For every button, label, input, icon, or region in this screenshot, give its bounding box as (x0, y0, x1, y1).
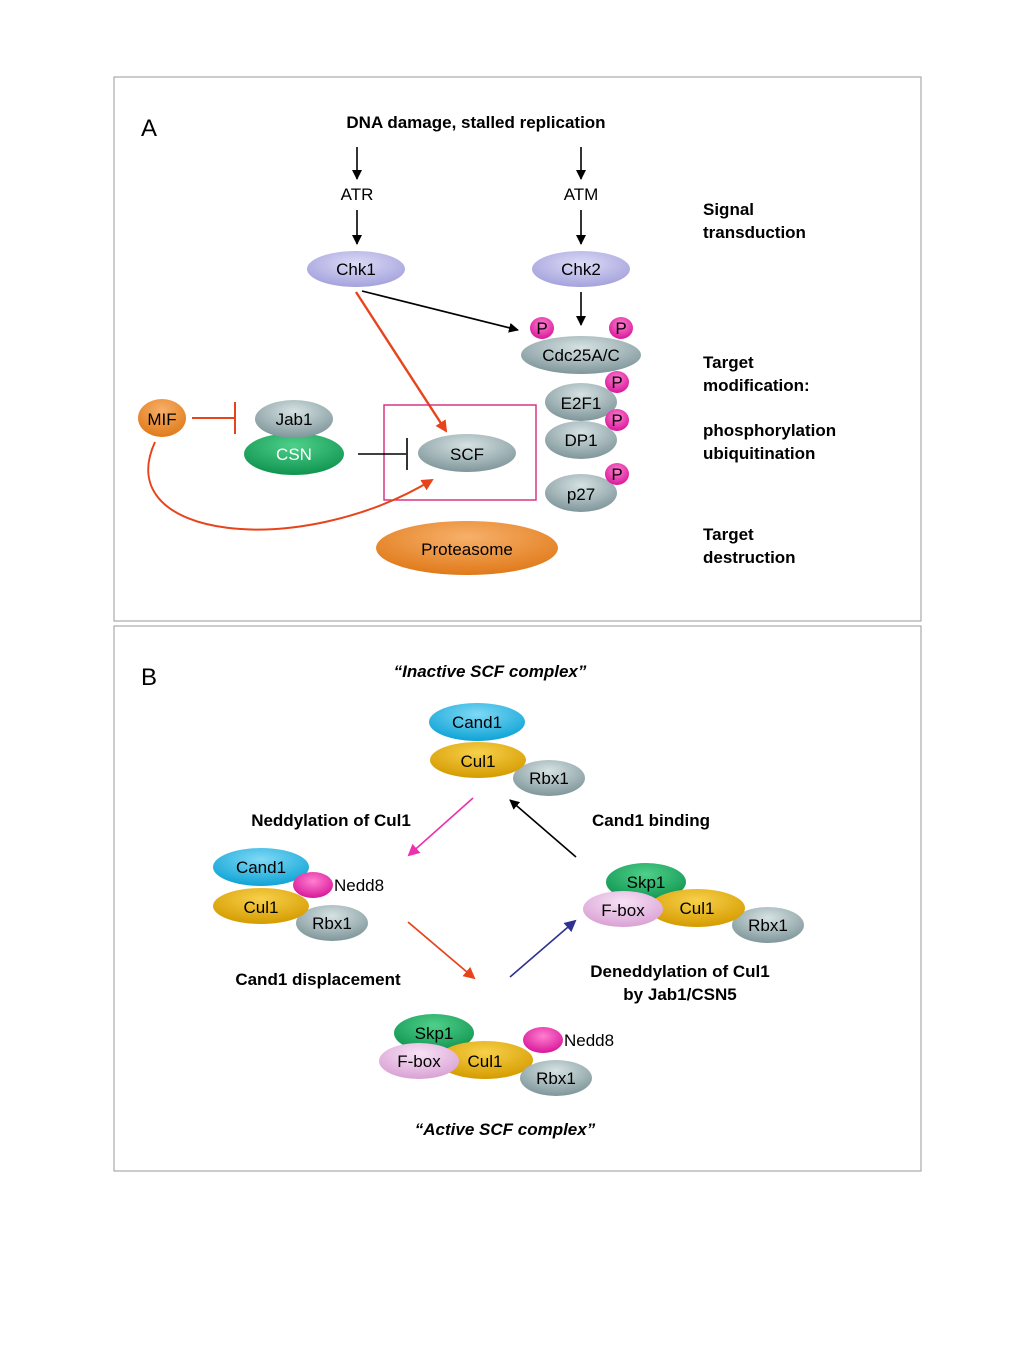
dp1-node (545, 421, 617, 459)
inactive-scf-title: “Inactive SCF complex” (394, 662, 587, 681)
csn-node (244, 433, 344, 475)
arrow-mif-to-scf (147, 441, 434, 531)
rbx1-label: Rbx1 (536, 1069, 576, 1088)
panel-b-letter: B (141, 664, 157, 691)
cul1-label: Cul1 (244, 898, 279, 917)
phospho-label: P (611, 373, 622, 392)
rbx1-bottom (520, 1060, 592, 1096)
side-label-signal: Signal (703, 200, 754, 219)
arrow-cand1-displacement (407, 921, 476, 980)
proteasome-label: Proteasome (421, 540, 513, 559)
phospho-badge-dp1 (605, 409, 629, 431)
rbx1-left (296, 905, 368, 941)
cdc25-node (521, 336, 641, 374)
active-scf-title: “Active SCF complex” (415, 1120, 596, 1139)
cand1-label: Cand1 (452, 713, 502, 732)
mif-node (138, 399, 186, 437)
arrow-neddylation (407, 797, 474, 857)
fbox-label: F-box (397, 1052, 441, 1071)
phospho-label: P (611, 465, 622, 484)
step-deneddylation-2: by Jab1/CSN5 (623, 985, 736, 1004)
skp1-label: Skp1 (627, 873, 666, 892)
side-label-ubiquitination: ubiquitination (703, 444, 815, 463)
skp1-bottom (394, 1014, 474, 1052)
arrow-cand1-binding (509, 799, 577, 858)
side-label-target-2: Target (703, 525, 754, 544)
step-cand1-binding: Cand1 binding (592, 811, 710, 830)
step-neddylation: Neddylation of Cul1 (251, 811, 411, 830)
chk2-label: Chk2 (561, 260, 601, 279)
phospho-label: P (611, 411, 622, 430)
fbox-bottom (379, 1043, 459, 1079)
proteasome-node (376, 521, 558, 575)
rbx1-top (513, 760, 585, 796)
scf-box (383, 404, 537, 501)
phospho-badge-p27 (605, 463, 629, 485)
cdc25-label: Cdc25A/C (542, 346, 619, 365)
cul1-label: Cul1 (461, 752, 496, 771)
nedd8-label: Nedd8 (564, 1031, 614, 1050)
phospho-badge-cdc25-right (609, 317, 633, 339)
arrow-deneddylation (509, 919, 577, 978)
chk1-node (307, 251, 405, 287)
cul1-left (213, 888, 309, 924)
side-label-destruction: destruction (703, 548, 796, 567)
step-deneddylation-1: Deneddylation of Cul1 (590, 962, 769, 981)
cand1-top (429, 703, 525, 741)
fbox-right (583, 891, 663, 927)
side-label-target: Target (703, 353, 754, 372)
side-label-phosphorylation: phosphorylation (703, 421, 836, 440)
phospho-badge-e2f1 (605, 371, 629, 393)
rbx1-label: Rbx1 (529, 769, 569, 788)
p27-node (545, 474, 617, 512)
cul1-label: Cul1 (468, 1052, 503, 1071)
step-cand1-displacement: Cand1 displacement (235, 970, 401, 989)
e2f1-label: E2F1 (561, 394, 602, 413)
scf-label: SCF (450, 445, 484, 464)
rbx1-label: Rbx1 (748, 916, 788, 935)
atr-label: ATR (341, 185, 374, 204)
cul1-label: Cul1 (680, 899, 715, 918)
cul1-top (430, 742, 526, 778)
skp1-label: Skp1 (415, 1024, 454, 1043)
jab1-label: Jab1 (276, 410, 313, 429)
arrow-chk1-to-scf (354, 291, 448, 433)
side-label-transduction: transduction (703, 223, 806, 242)
chk2-node (532, 251, 630, 287)
panel-b-frame (113, 625, 922, 1172)
mif-label: MIF (147, 410, 176, 429)
fbox-label: F-box (601, 901, 645, 920)
chk1-label: Chk1 (336, 260, 376, 279)
scf-node (418, 434, 516, 472)
p27-label: p27 (567, 485, 595, 504)
cul1-right (649, 889, 745, 927)
side-label-modification: modification: (703, 376, 810, 395)
arrow-chk1-to-cdc25 (361, 290, 519, 333)
nedd8-left (293, 872, 333, 898)
nedd8-bottom (523, 1027, 563, 1053)
dna-damage-header: DNA damage, stalled replication (346, 113, 605, 132)
rbx1-right (732, 907, 804, 943)
phospho-label: P (536, 319, 547, 338)
rbx1-label: Rbx1 (312, 914, 352, 933)
cand1-label: Cand1 (236, 858, 286, 877)
nedd8-label: Nedd8 (334, 876, 384, 895)
atm-label: ATM (564, 185, 599, 204)
phospho-label: P (615, 319, 626, 338)
jab1-node (255, 400, 333, 438)
dp1-label: DP1 (564, 431, 597, 450)
panel-a-letter: A (141, 115, 157, 142)
panel-a-frame (113, 76, 922, 622)
cul1-bottom (437, 1041, 533, 1079)
cand1-left (213, 848, 309, 886)
csn-label: CSN (276, 445, 312, 464)
phospho-badge-cdc25-left (530, 317, 554, 339)
e2f1-node (545, 383, 617, 421)
